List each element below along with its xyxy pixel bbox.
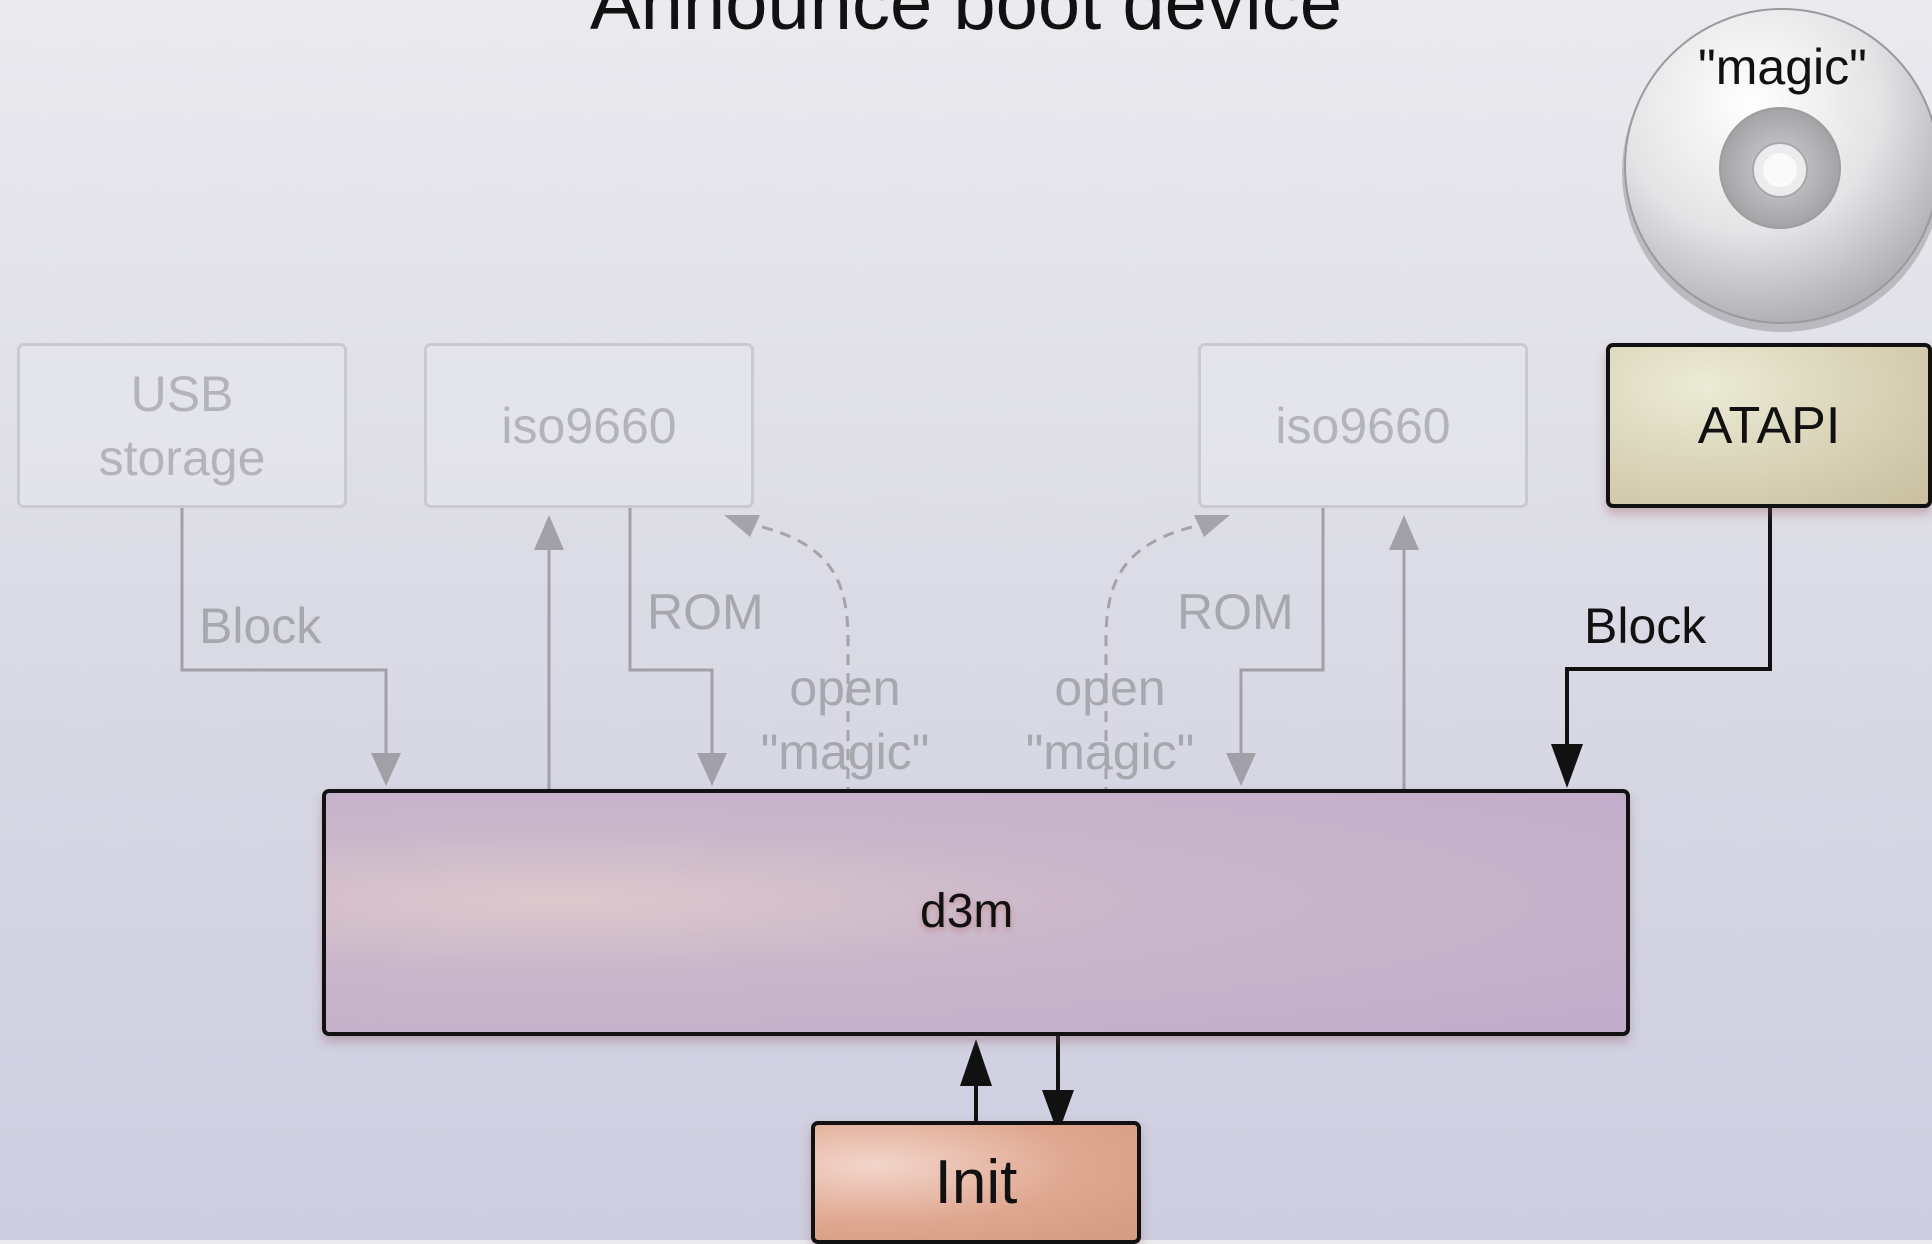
atapi-box: ATAPI [1606, 343, 1932, 508]
slide-title: Announce boot device [589, 0, 1343, 46]
open-left-line1: open [789, 660, 901, 716]
disc-label: "magic" [1698, 39, 1867, 95]
d3m-box [322, 789, 1630, 1036]
usb-storage-line2: storage [98, 429, 266, 486]
usb-storage-box: USB storage [17, 343, 347, 508]
init-label: Init [934, 1148, 1018, 1217]
iso9660-right-label: iso9660 [1275, 397, 1451, 454]
open-right-line1: open [1054, 660, 1166, 716]
faded-connectors [180, 506, 1406, 789]
open-magic-right-label: open "magic" [1010, 656, 1210, 784]
iso9660-left-box: iso9660 [424, 343, 754, 508]
block-right-label: Block [1584, 598, 1707, 654]
block-left-label: Block [199, 598, 322, 654]
faded-arrowheads [371, 515, 1419, 786]
atapi-label: ATAPI [1697, 396, 1841, 455]
usb-storage-line1: USB [130, 365, 234, 422]
open-left-line2: "magic" [760, 724, 930, 780]
iso9660-left-label: iso9660 [501, 397, 677, 454]
rom-right-label: ROM [1177, 584, 1294, 640]
rom-left-label: ROM [647, 584, 764, 640]
cd-disc-icon [1622, 8, 1932, 332]
active-arrowheads [960, 744, 1583, 1134]
iso9660-right-box: iso9660 [1198, 343, 1528, 508]
open-magic-left-label: open "magic" [745, 656, 945, 784]
faded-open-arrowheads [724, 515, 1230, 537]
open-right-line2: "magic" [1025, 724, 1195, 780]
d3m-label: d3m [920, 885, 1014, 938]
init-box: Init [811, 1121, 1141, 1244]
